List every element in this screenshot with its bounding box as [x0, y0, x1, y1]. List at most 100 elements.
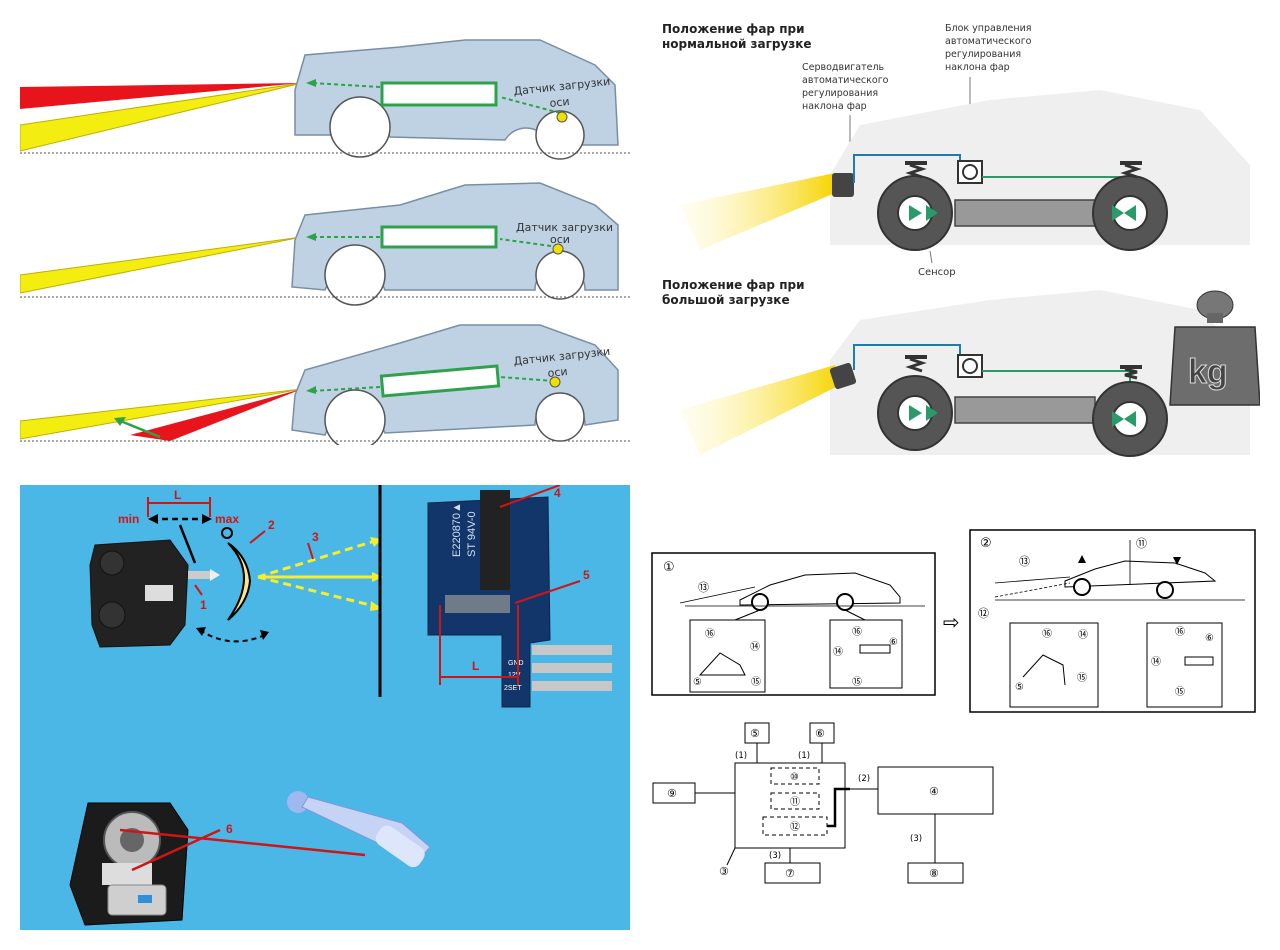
scene-normal: Датчик загрузки оси [20, 182, 630, 306]
block-10 [770, 767, 820, 785]
sensor-label-1b: оси [549, 95, 570, 110]
leader-6 [131, 828, 221, 872]
leader-4 [499, 485, 561, 508]
block-8 [907, 862, 964, 884]
signal-line [311, 82, 381, 88]
box-1-label-16b: ⑯ [852, 626, 862, 638]
block-6-label: ⑥ [815, 727, 825, 740]
box-2-up-arrow [1078, 555, 1086, 563]
block-label-2: автоматического [945, 36, 1032, 47]
load-diagram-svg: Датчик загрузки оси Датчик загрузки оси … [20, 39, 630, 445]
plunger-thread [375, 825, 425, 868]
rear-wheel [535, 250, 585, 300]
open-actuator [69, 802, 189, 926]
travel-arrow-right [202, 514, 212, 524]
box-2-wheel-rear [1156, 581, 1174, 599]
capacitor [480, 490, 510, 590]
pcb-text-3: GND [508, 660, 524, 667]
block-7 [764, 862, 821, 884]
num-5: 5 [583, 568, 590, 582]
correction-arrowhead [114, 417, 126, 426]
block-4-label: ④ [929, 785, 939, 798]
title-normal-2: нормальной загрузке [662, 37, 812, 51]
link-12-out [827, 787, 850, 828]
num-1: 1 [200, 598, 207, 612]
num-3: 3 [312, 530, 319, 544]
pcb-text-4: 12V [508, 672, 521, 679]
rear-wheel [535, 110, 585, 160]
box-2-label-5: ⑤ [1015, 682, 1024, 693]
box-1-sub-b [829, 619, 903, 689]
label-max: max [215, 512, 239, 526]
headlamp [829, 362, 857, 390]
sensor-label-3b: оси [547, 365, 568, 380]
leader-1 [194, 584, 203, 596]
block-12-label: ⑫ [790, 821, 800, 833]
yellow-beam [20, 388, 303, 440]
pivot-point [221, 527, 233, 539]
beam-down [257, 575, 379, 609]
title-heavy-1: Положение фар при [662, 278, 804, 292]
box-2-label-16a: ⑯ [1042, 628, 1052, 640]
scene-rear-loaded: Датчик загрузки оси [20, 324, 630, 445]
block-4 [877, 766, 994, 815]
servo-label-1: Серводвигатель [802, 62, 885, 73]
front-wheel [324, 389, 386, 445]
pcb-text-5: 2SET [504, 685, 522, 692]
pointer-line [178, 524, 197, 564]
servo-label-2: автоматического [802, 75, 889, 86]
box-1-label-16a: ⑯ [705, 628, 715, 640]
label-min: min [118, 512, 139, 526]
light-beam [680, 365, 840, 455]
swing-arrow-right [260, 630, 269, 640]
title-heavy-2: большой загрузке [662, 293, 790, 307]
pin-1 [532, 645, 612, 655]
rear-wheel [535, 392, 585, 442]
box-1-label-15a: ⑮ [751, 676, 761, 688]
box-1: ① ⑬ ⑯ ⑭ ⑤ ⑮ ⑯ ⑥ ⑭ ⑮ [651, 552, 936, 696]
front-wheel [324, 244, 386, 306]
rear-spring [1120, 365, 1142, 380]
red-beam [130, 389, 302, 441]
rear-sensor-b [1124, 411, 1136, 427]
box-2-label-15b: ⑮ [1175, 686, 1185, 698]
plunger-tip [210, 569, 220, 581]
axle-sensor [549, 376, 561, 388]
box-1-label-14a: ⑭ [750, 641, 760, 653]
plunger [188, 571, 210, 579]
num-6: 6 [226, 822, 233, 836]
control-unit [380, 81, 498, 107]
box-1-wheel-front [751, 593, 769, 611]
box-1-sub-a [689, 619, 766, 693]
sensor-line [499, 96, 561, 114]
schematic-panel: ① ⑬ ⑯ ⑭ ⑤ ⑮ ⑯ ⑥ ⑭ ⑮ ⇨ ② ⑪ ⑬ ⑫ [645, 525, 1270, 905]
kg-label: kg [1188, 353, 1228, 391]
block-9-label: ⑨ [667, 787, 677, 800]
box-2-label-12: ⑫ [978, 607, 989, 620]
box-1-linkage-b [859, 644, 891, 654]
sensor-line [499, 238, 559, 248]
sensor-label-2b: оси [550, 233, 570, 246]
box-2-label-16b: ⑯ [1175, 626, 1185, 638]
pcb-text-1: E220870▲ [451, 502, 463, 557]
box-2-linkage-a [1022, 654, 1066, 686]
leader-plunger [119, 828, 366, 857]
headlight-position-svg: Положение фар при нормальной загрузке Се… [662, 22, 1260, 457]
actuator-panel: L min max 1 2 3 E220870▲ ST 94V-0 [20, 485, 630, 930]
servo-label-3: регулирования [802, 88, 878, 99]
leader-5 [514, 580, 581, 604]
box-1-beam [679, 586, 756, 604]
rear-sensor-b [1124, 205, 1136, 221]
front-sensor-b [926, 405, 938, 421]
actuator-motor [89, 539, 220, 648]
block-11-label: ⑪ [790, 796, 800, 808]
front-spring [905, 161, 927, 179]
num-4: 4 [554, 486, 561, 500]
front-sensor-b [926, 205, 938, 221]
block-label-4: наклона фар [945, 62, 1010, 73]
sensor-label-2a: Датчик загрузки [516, 221, 613, 234]
plunger-part [287, 791, 431, 868]
title-normal-1: Положение фар при [662, 22, 804, 36]
box-1-label-5: ⑤ [693, 677, 702, 688]
front-sensor [909, 205, 922, 221]
